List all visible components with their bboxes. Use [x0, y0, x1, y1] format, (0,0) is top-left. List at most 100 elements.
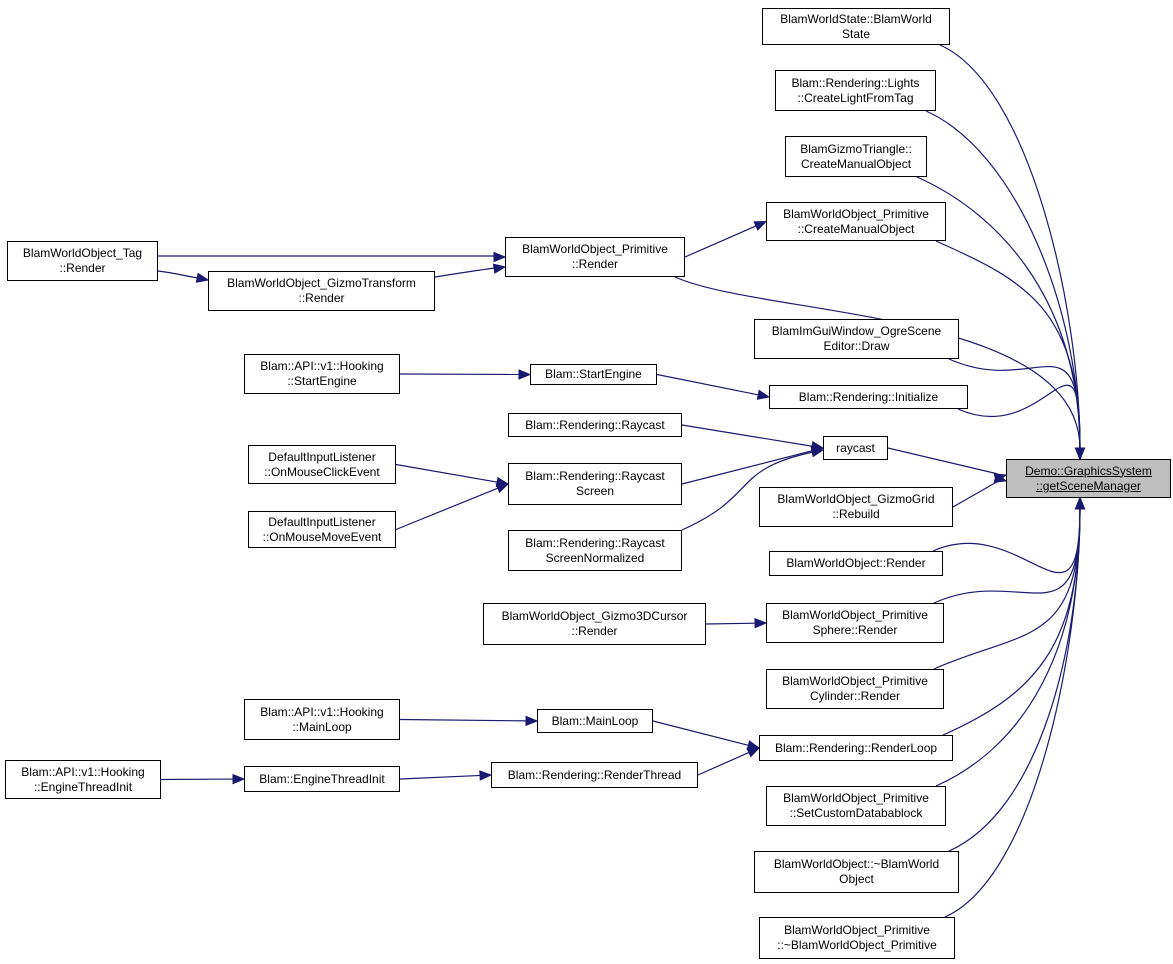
- node-gizmotransform[interactable]: BlamWorldObject_GizmoTransform::Render: [208, 271, 435, 311]
- node-label-line: Blam::Rendering::RenderLoop: [774, 740, 938, 755]
- node-label-line: BlamWorldObject_Gizmo3DCursor: [501, 609, 688, 623]
- arrowhead: [810, 447, 825, 458]
- edge-raycast-fn-to-raycast: [681, 424, 814, 447]
- node-label-line: Blam::Rendering::RenderThread: [507, 767, 682, 782]
- node-startengine[interactable]: Blam::StartEngine: [530, 364, 657, 385]
- node-gizmogrid[interactable]: BlamWorldObject_GizmoGrid::Rebuild: [759, 487, 953, 527]
- node-label-line: BlamWorldObject_GizmoGrid: [777, 492, 935, 506]
- edge-databablock-to-target: [935, 507, 1081, 787]
- node-threadinit[interactable]: Blam::EngineThreadInit: [244, 766, 400, 792]
- node-label-line: Demo::GraphicsSystem: [1025, 463, 1152, 478]
- node-label-line: ::getSceneManager: [1036, 478, 1141, 493]
- edge-cursor3d-to-sphere: [705, 622, 757, 625]
- edge-startengine-to-init: [656, 373, 760, 396]
- node-label-line: Blam::Rendering::Raycast: [525, 469, 665, 483]
- node-hook-start[interactable]: Blam::API::v1::Hooking::StartEngine: [244, 354, 400, 394]
- edge-prim-render-to-target: [674, 276, 1081, 450]
- node-label-line: ::SetCustomDatabablock: [789, 806, 923, 820]
- node-label-line: Blam::MainLoop: [551, 713, 639, 728]
- node-hook-thread[interactable]: Blam::API::v1::Hooking::EngineThreadInit: [5, 760, 161, 799]
- arrowhead: [518, 369, 532, 380]
- node-label-line: BlamWorldObject_Primitive: [783, 206, 929, 221]
- edge-prim-dtor-to-target: [944, 507, 1081, 918]
- node-label-line: ::Render: [298, 291, 345, 305]
- node-label-line: ::EngineThreadInit: [33, 779, 133, 794]
- node-label-line: ::~BlamWorldObject_Primitive: [777, 938, 937, 952]
- node-label-line: raycast: [836, 440, 875, 455]
- node-label-line: BlamWorldObject_GizmoTransform: [227, 276, 416, 290]
- node-prim-render[interactable]: BlamWorldObject_Primitive::Render: [505, 237, 685, 277]
- arrowhead: [479, 770, 493, 781]
- node-prim-cmo[interactable]: BlamWorldObject_Primitive::CreateManualO…: [766, 202, 946, 241]
- node-lights[interactable]: Blam::Rendering::Lights::CreateLightFrom…: [775, 70, 936, 111]
- node-target: Demo::GraphicsSystem::getSceneManager: [1006, 459, 1171, 498]
- node-label-line: BlamWorldState::BlamWorld: [780, 11, 932, 26]
- node-label-line: ::StartEngine: [287, 374, 357, 388]
- node-label-line: Blam::API::v1::Hooking: [260, 359, 384, 373]
- node-wo-render[interactable]: BlamWorldObject::Render: [769, 551, 943, 576]
- node-tag-render[interactable]: BlamWorldObject_Tag::Render: [7, 241, 158, 281]
- arrowhead: [1074, 496, 1086, 510]
- node-label-line: DefaultInputListener: [268, 514, 376, 529]
- node-label-line: ::Render: [571, 257, 619, 271]
- node-label-line: Blam::Rendering::Raycast: [525, 417, 665, 432]
- node-init[interactable]: Blam::Rendering::Initialize: [769, 385, 968, 409]
- node-label-line: Blam::Rendering::Raycast: [525, 535, 665, 550]
- arrowhead: [754, 617, 768, 629]
- node-cursor3d[interactable]: BlamWorldObject_Gizmo3DCursor::Render: [483, 603, 706, 645]
- arrowhead: [495, 483, 510, 494]
- edge-threadinit-to-renderthread: [399, 774, 482, 780]
- node-hook-main[interactable]: Blam::API::v1::Hooking::MainLoop: [244, 699, 400, 740]
- edge-gizmogrid-to-target: [952, 481, 997, 508]
- edge-click-to-raycast-screen: [395, 463, 499, 483]
- arrowhead: [492, 263, 507, 274]
- edge-raycast-norm-to-raycast: [681, 451, 814, 531]
- node-label-line: ::Render: [59, 261, 106, 275]
- edge-init-to-target: [957, 384, 1081, 450]
- edge-move-to-raycast-screen: [395, 487, 499, 531]
- node-raycast-fn[interactable]: Blam::Rendering::Raycast: [508, 413, 682, 437]
- node-label-line: Blam::Rendering::Lights: [791, 75, 920, 90]
- node-label-line: BlamWorldObject_Primitive: [782, 674, 928, 688]
- node-label-line: Blam::StartEngine: [545, 367, 642, 381]
- edge-mainloop-to-renderloop: [652, 720, 750, 747]
- node-label-line: DefaultInputListener: [268, 449, 376, 464]
- node-label-line: Blam::API::v1::Hooking: [21, 764, 145, 779]
- arrowhead: [493, 251, 507, 263]
- arrowhead: [525, 715, 539, 727]
- node-label-line: ScreenNormalized: [545, 550, 645, 565]
- node-click[interactable]: DefaultInputListener::OnMouseClickEvent: [248, 445, 396, 484]
- node-renderthread[interactable]: Blam::Rendering::RenderThread: [491, 762, 698, 788]
- node-mainloop[interactable]: Blam::MainLoop: [537, 709, 653, 733]
- node-label-line: ::OnMouseClickEvent: [264, 464, 380, 479]
- edge-prim-render-to-prim-cmo: [684, 224, 758, 258]
- edge-cylinder-to-target: [933, 507, 1081, 670]
- node-label-line: BlamImGuiWindow_OgreScene: [771, 324, 942, 338]
- node-renderloop[interactable]: Blam::Rendering::RenderLoop: [759, 735, 953, 761]
- node-label-line: ::Rebuild: [832, 507, 880, 521]
- node-label-line: ::MainLoop: [292, 719, 352, 734]
- node-prim-dtor[interactable]: BlamWorldObject_Primitive::~BlamWorldObj…: [759, 917, 955, 959]
- node-raycast[interactable]: raycast: [823, 436, 888, 460]
- node-label-line: Editor::Draw: [823, 339, 890, 353]
- edge-imgui-to-target: [948, 358, 1081, 450]
- node-label-line: ::CreateLightFromTag: [797, 90, 914, 105]
- edge-raycast-screen-to-raycast: [681, 449, 814, 485]
- node-label-line: BlamWorldObject::~BlamWorld: [773, 857, 940, 871]
- node-move[interactable]: DefaultInputListener::OnMouseMoveEvent: [248, 511, 396, 548]
- arrowhead: [1074, 447, 1086, 461]
- node-label-line: Blam::Rendering::Initialize: [798, 389, 939, 404]
- node-label-line: ::Render: [571, 624, 618, 638]
- edge-renderthread-to-renderloop: [697, 751, 751, 776]
- node-databablock[interactable]: BlamWorldObject_Primitive::SetCustomData…: [766, 786, 946, 826]
- edge-sphere-to-target: [933, 507, 1081, 604]
- node-label-line: Blam::EngineThreadInit: [259, 771, 385, 786]
- node-gizmotri[interactable]: BlamGizmoTriangle::CreateManualObject: [785, 136, 927, 177]
